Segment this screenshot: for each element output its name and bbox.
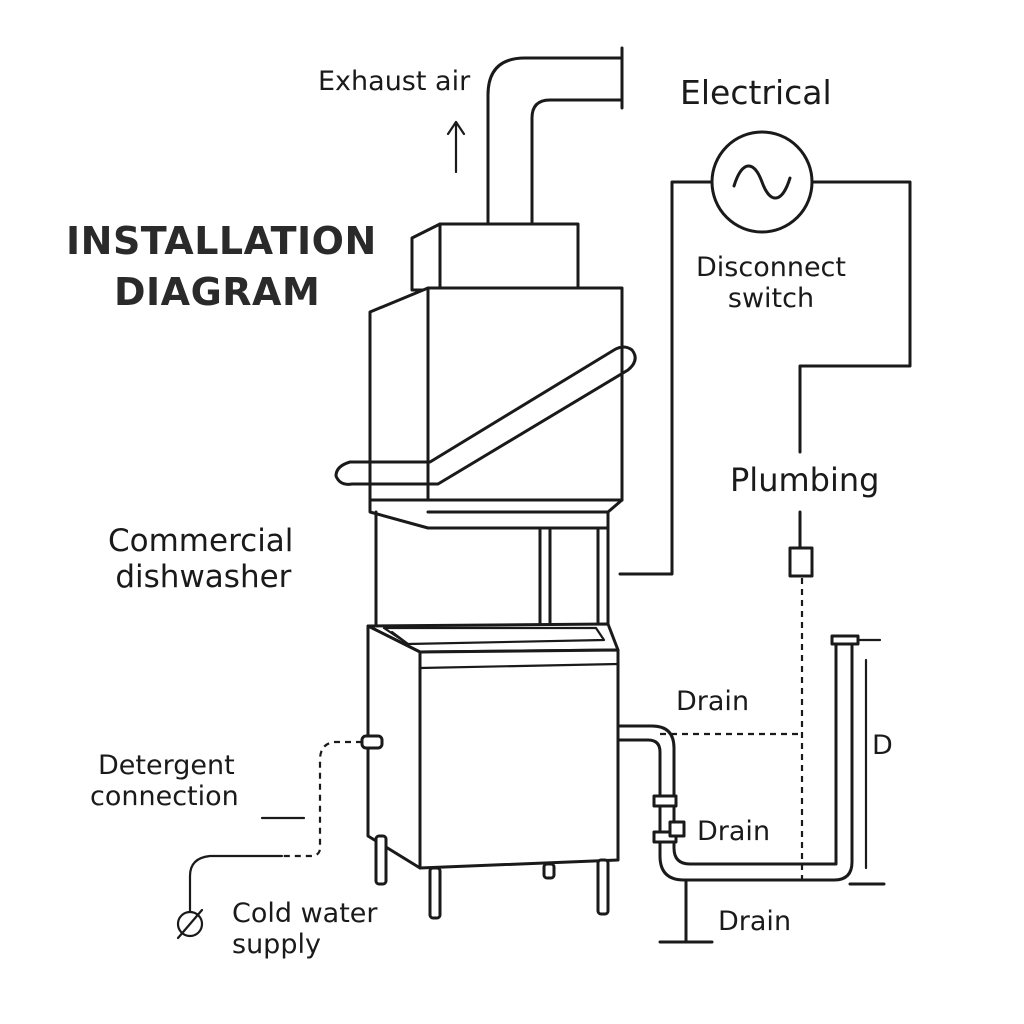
drain-label-lower: Drain — [718, 906, 792, 937]
cold-water-line-2: supply — [232, 929, 321, 961]
d-dimension-marker — [848, 658, 886, 886]
exhaust-duct — [486, 46, 624, 224]
sine-wave-circle-icon[interactable] — [710, 130, 814, 234]
plumbing-label: Plumbing — [730, 461, 880, 499]
detergent-line-2: connection — [90, 781, 239, 813]
disconnect-switch-label: Disconnect switch — [696, 252, 846, 314]
floor-drain — [658, 878, 714, 944]
commercial-dishwasher-label: Commercial dishwasher — [108, 523, 294, 595]
commercial-line-1: Commercial — [108, 523, 294, 559]
plumbing-line — [660, 510, 814, 880]
exhaust-air-label: Exhaust air — [318, 66, 471, 97]
cold-water-line-1: Cold water — [232, 898, 378, 929]
hood-rim — [368, 498, 624, 530]
detergent-connection — [260, 734, 384, 858]
dishwasher-cabinet — [366, 624, 620, 870]
cold-water-line — [188, 854, 284, 914]
arrow-up-icon — [446, 120, 466, 174]
commercial-line-2: dishwasher — [115, 558, 292, 595]
hood-columns — [374, 510, 610, 634]
circle-slash-valve-icon[interactable] — [176, 908, 204, 940]
disconnect-line-1: Disconnect — [696, 252, 846, 283]
hood-collar — [410, 222, 580, 292]
dishwasher-hood — [368, 286, 624, 502]
disconnect-line-2: switch — [727, 283, 815, 315]
detergent-connection-label: Detergent connection — [90, 750, 239, 812]
diagram-title: INSTALLATION DIAGRAM — [66, 216, 377, 319]
drain-label-middle: Drain — [697, 816, 771, 847]
detergent-line-1: Detergent — [98, 750, 235, 781]
cabinet-legs — [374, 834, 610, 920]
title-line-1: INSTALLATION — [66, 219, 377, 263]
cold-water-supply-label: Cold water supply — [232, 898, 378, 960]
d-marker-label: D — [872, 730, 893, 761]
title-line-2: DIAGRAM — [114, 270, 321, 315]
electrical-label: Electrical — [680, 73, 832, 112]
hood-handle[interactable] — [334, 345, 637, 486]
drain-label-upper: Drain — [676, 686, 750, 717]
electrical-wiring — [618, 180, 912, 576]
drain-pipe — [616, 634, 882, 882]
